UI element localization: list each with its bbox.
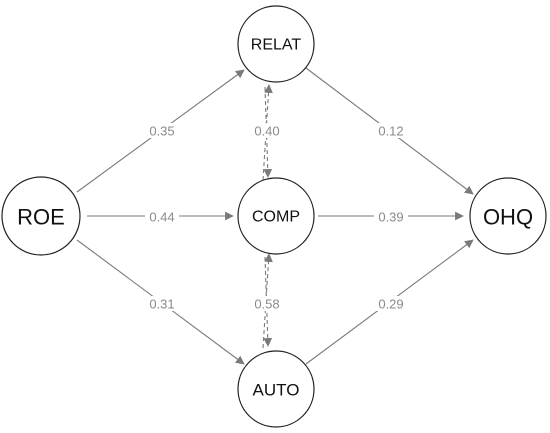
node-label-roe: ROE [17, 205, 65, 230]
node-auto: AUTO [237, 350, 315, 428]
edge-label-roe-auto: 0.31 [149, 297, 174, 312]
node-label-ohq: OHQ [483, 205, 533, 230]
edge-label-relat-comp: 0.40 [254, 124, 279, 139]
node-label-relat: RELAT [251, 37, 302, 54]
edge-label-bg [250, 123, 284, 138]
node-relat: RELAT [237, 5, 315, 83]
edge-label-comp-ohq: 0.39 [378, 210, 403, 225]
node-roe: ROE [1, 176, 81, 256]
edge-label-roe-relat: 0.35 [149, 124, 174, 139]
edge-label-bg [374, 296, 408, 311]
edge-label-auto-ohq: 0.29 [378, 297, 403, 312]
edge-label-bg [145, 209, 179, 224]
edge-label-bg [250, 296, 284, 311]
node-label-comp: COMP [252, 209, 300, 226]
edge-label-bg [145, 123, 179, 138]
edge-label-roe-comp: 0.44 [149, 210, 174, 225]
edge-comp-auto-a [262, 253, 273, 349]
edge-label-bg [145, 296, 179, 311]
node-ohq: OHQ [469, 177, 547, 255]
edge-label-relat-ohq: 0.12 [378, 124, 403, 139]
edge-label-comp-auto: 0.58 [254, 297, 279, 312]
edge-label-bg [374, 123, 408, 138]
node-label-auto: AUTO [253, 381, 300, 400]
node-comp: COMP [237, 177, 315, 255]
edge-label-bg [374, 209, 408, 224]
edge-relat-comp-a [262, 84, 273, 181]
